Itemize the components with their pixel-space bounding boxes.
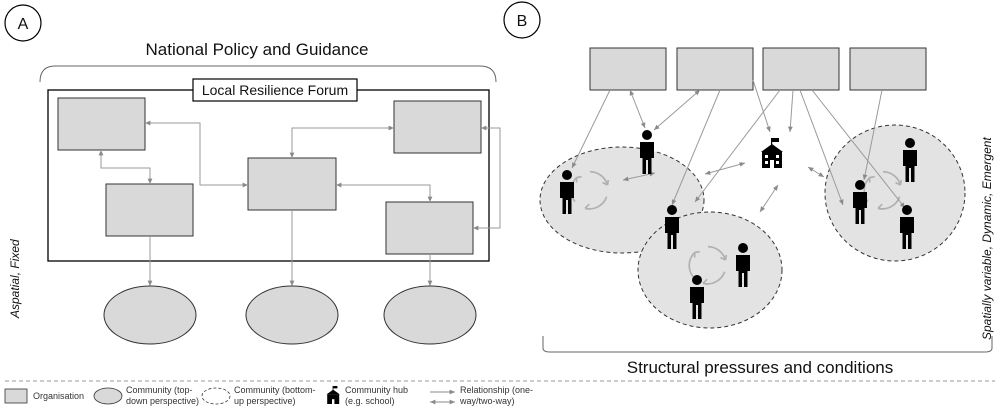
legend-community-top-down-label-2: down perspective)	[126, 396, 199, 406]
organisation-box	[105, 183, 194, 237]
forum-label-box	[192, 78, 358, 102]
organisation-box	[676, 47, 754, 91]
legend-hub-label-2: (e.g. school)	[345, 396, 395, 406]
legend-relationship-label-2: way/two-way)	[459, 396, 515, 406]
relationship-connectors	[98, 120, 501, 286]
organisation-box	[57, 97, 146, 151]
organisation-box	[393, 100, 482, 154]
community-bottom-up	[824, 124, 966, 262]
panel-a-side-label: Aspatial, Fixed	[8, 239, 22, 319]
structural-pressures-brace	[542, 336, 993, 353]
legend-community-top-down-label-1: Community (top-	[126, 385, 193, 395]
community-bottom-up	[637, 211, 783, 329]
national-policy-brace	[39, 65, 497, 83]
community-top-down	[103, 285, 197, 345]
organisation-box	[247, 157, 337, 211]
panel-a-letter: A	[18, 16, 29, 33]
organisation-box	[762, 47, 840, 91]
organisation-box	[849, 47, 927, 91]
panel-b-letter: B	[517, 13, 528, 30]
community-top-down	[383, 285, 477, 345]
structural-pressures-label: Structural pressures and conditions	[627, 358, 893, 377]
panel-a: A National Policy and Guidance Local Res…	[4, 4, 501, 345]
legend-organisation-swatch	[4, 388, 28, 404]
panel-b-side-label: Spatially variable, Dynamic, Emergent	[980, 137, 994, 340]
legend-hub-label-1: Community hub	[345, 385, 408, 395]
legend-community-bottom-up-label-1: Community (bottom-	[234, 385, 316, 395]
legend-school-icon	[326, 386, 340, 404]
legend-organisation-label: Organisation	[33, 391, 84, 401]
community-top-down	[245, 285, 339, 345]
school-icon	[761, 138, 783, 168]
organisation-box	[385, 201, 474, 255]
legend-community-top-down-swatch	[93, 387, 123, 405]
panel-b-badge	[503, 1, 541, 39]
legend-community-bottom-up-label-2: up perspective)	[234, 396, 296, 406]
relationship-connectors	[571, 79, 906, 213]
panel-a-badge	[4, 4, 42, 42]
organisation-box	[589, 47, 667, 91]
forum-label: Local Resilience Forum	[202, 82, 348, 98]
national-policy-label: National Policy and Guidance	[145, 40, 368, 59]
legend-relationship-label-1: Relationship (one-	[460, 385, 533, 395]
legend-community-bottom-up-swatch	[201, 387, 231, 405]
panel-b: B	[503, 1, 994, 377]
legend: Organisation Community (top- down perspe…	[4, 380, 995, 406]
